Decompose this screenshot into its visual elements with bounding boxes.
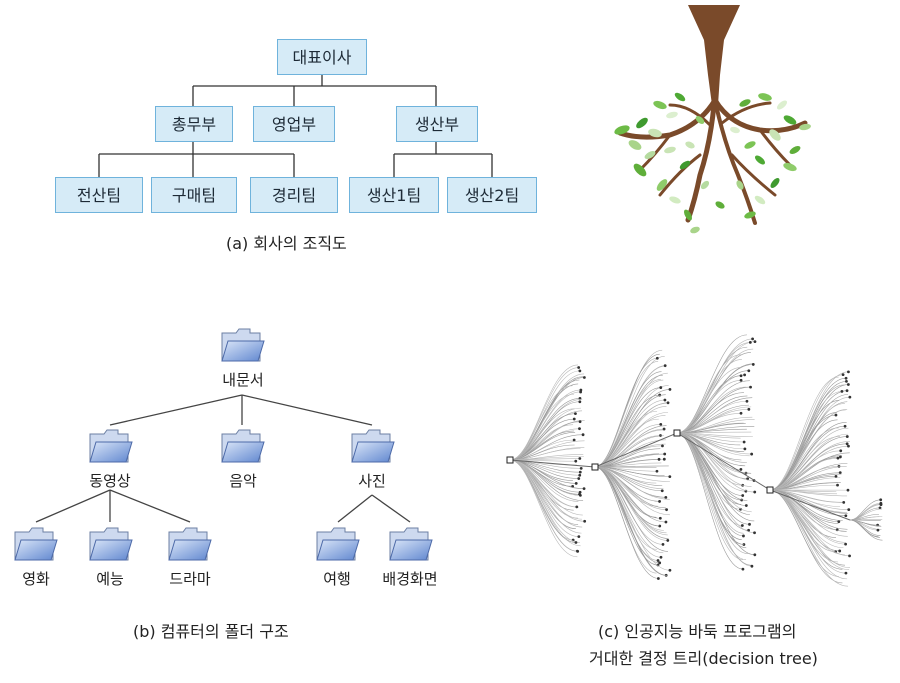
decision-tree-node bbox=[766, 486, 774, 494]
folder-label-photos: 사진 bbox=[358, 472, 386, 490]
folder-label-music: 음악 bbox=[229, 472, 257, 490]
caption-decision-tree-line1: (c) 인공지능 바둑 프로그램의 bbox=[598, 622, 797, 641]
caption-folder-structure: (b) 컴퓨터의 폴더 구조 bbox=[133, 622, 289, 641]
org-node-ceo: 대표이사 bbox=[277, 39, 367, 75]
folder-icon bbox=[14, 527, 58, 561]
decision-tree-fan-5 bbox=[849, 498, 883, 541]
decision-tree-fan-3 bbox=[676, 334, 757, 571]
org-node-team-it: 전산팀 bbox=[55, 177, 143, 213]
folder-icon bbox=[221, 328, 265, 362]
decision-tree-graphic bbox=[506, 334, 883, 587]
folder-icon bbox=[168, 527, 212, 561]
decision-tree-fan-4 bbox=[769, 370, 852, 587]
decision-tree-node bbox=[591, 463, 599, 471]
folder-label-root: 내문서 bbox=[222, 371, 264, 389]
tree-roots-illustration bbox=[614, 5, 811, 234]
folder-label-entertainment: 예능 bbox=[96, 570, 124, 588]
org-node-team-accounting: 경리팀 bbox=[250, 177, 338, 213]
org-chart-connectors bbox=[98, 75, 493, 177]
decision-tree-node bbox=[506, 456, 514, 464]
org-node-dept-sales: 영업부 bbox=[253, 106, 335, 142]
folder-icon bbox=[351, 429, 395, 463]
org-node-dept-production: 생산부 bbox=[396, 106, 478, 142]
folder-icon bbox=[316, 527, 360, 561]
caption-org-chart: (a) 회사의 조직도 bbox=[226, 234, 347, 253]
folder-tree-connectors bbox=[35, 394, 411, 523]
decision-tree-fan-1 bbox=[509, 364, 587, 558]
folder-label-drama: 드라마 bbox=[169, 570, 211, 588]
folder-icon bbox=[89, 429, 133, 463]
folder-icon bbox=[89, 527, 133, 561]
caption-decision-tree-line2: 거대한 결정 트리(decision tree) bbox=[589, 649, 818, 668]
decision-tree-node bbox=[673, 429, 681, 437]
folder-label-video: 동영상 bbox=[89, 472, 131, 490]
folder-icon bbox=[221, 429, 265, 463]
org-node-team-production1: 생산1팀 bbox=[349, 177, 439, 213]
org-node-team-purchase: 구매팀 bbox=[151, 177, 237, 213]
folder-label-wallpaper: 배경화면 bbox=[382, 570, 438, 588]
decision-tree-fan-2 bbox=[594, 349, 672, 580]
org-node-team-production2: 생산2팀 bbox=[447, 177, 537, 213]
folder-label-movies: 영화 bbox=[22, 570, 50, 588]
org-node-dept-general: 총무부 bbox=[155, 106, 233, 142]
folder-label-travel: 여행 bbox=[323, 570, 351, 588]
folder-icon bbox=[389, 527, 433, 561]
